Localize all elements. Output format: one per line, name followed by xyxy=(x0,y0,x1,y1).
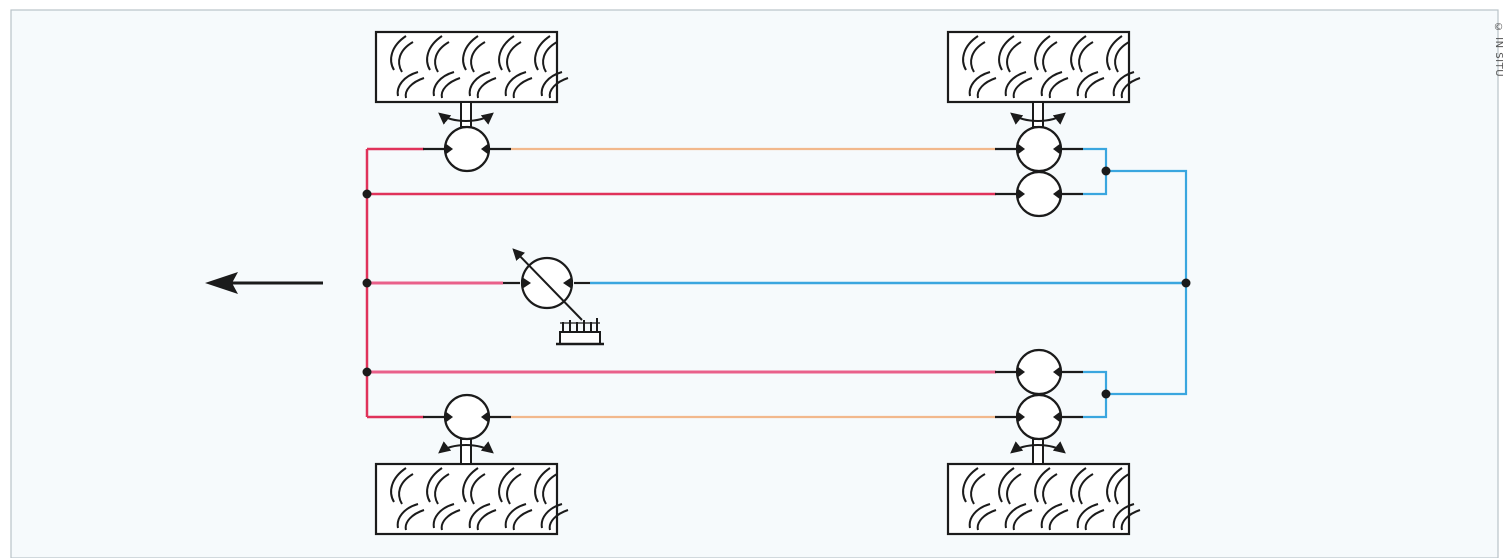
wheel-top-right xyxy=(946,30,1141,128)
front-right-motor-lower xyxy=(995,170,1083,218)
junction-dot xyxy=(1181,278,1191,288)
junction-dot xyxy=(362,278,372,288)
wheel-top-left xyxy=(374,30,569,128)
direction-of-travel-arrow xyxy=(205,272,323,294)
junction-dot xyxy=(362,367,372,377)
wheel-bottom-left xyxy=(374,438,569,536)
junction-dot xyxy=(362,189,372,199)
junction-dot xyxy=(1101,389,1111,399)
wheel-bottom-right xyxy=(946,438,1141,536)
rear-left-motor xyxy=(423,393,511,441)
variable-displacement-pump xyxy=(503,248,590,321)
copyright-credit: © IN SITU xyxy=(1493,22,1504,78)
front-left-motor xyxy=(423,125,511,173)
rear-right-motor-lower xyxy=(995,393,1083,441)
junction-dots xyxy=(362,166,1191,399)
junction-dot xyxy=(1101,166,1111,176)
engine-icon xyxy=(556,318,604,346)
